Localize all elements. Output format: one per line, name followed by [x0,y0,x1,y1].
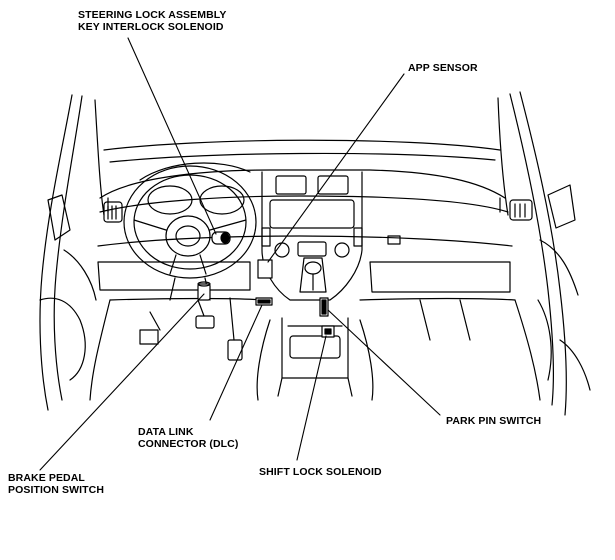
steering-lock-label: STEERING LOCK ASSEMBLY KEY INTERLOCK SOL… [78,9,226,33]
park-pin-switch-label: PARK PIN SWITCH [446,415,541,427]
leader-shift-lock [296,335,327,461]
brake-pedal-label-line-1: BRAKE PEDAL [8,472,85,484]
gear-shifter [299,257,327,293]
steering-lock-label-line-1: STEERING LOCK ASSEMBLY [78,9,227,21]
left-vent [103,201,123,223]
center-console [256,317,374,401]
park-pin-switch-label-line-1: PARK PIN SWITCH [446,415,542,427]
app-sensor-label: APP SENSOR [408,62,478,74]
app-sensor [257,259,273,279]
brake-pedal-switch-label: BRAKE PEDAL POSITION SWITCH [8,472,104,496]
right-vent [509,199,533,221]
leader-steering-lock [127,37,217,235]
leader-lines [39,37,441,471]
right-door-frame [497,91,591,416]
dlc-label-line-1: DATA LINK [138,426,194,438]
leader-brake-pedal [39,293,205,471]
park-pin-switch [319,297,329,317]
shift-lock-solenoid-label: SHIFT LOCK SOLENOID [259,466,382,478]
shift-lock-label-line-1: SHIFT LOCK SOLENOID [259,466,382,478]
lower-dashboard [97,235,516,301]
data-link-connector [255,297,273,306]
brake-pedal-label-line-2: POSITION SWITCH [8,484,104,496]
leader-park-pin [327,309,441,416]
windshield-edge [103,139,501,163]
floor-lines [89,299,541,401]
app-sensor-label-line-1: APP SENSOR [408,62,478,74]
left-door-frame [39,94,105,411]
center-stack [261,171,363,301]
leader-dlc [209,304,263,421]
instrument-cluster [139,162,251,215]
data-link-connector-label: DATA LINK CONNECTOR (DLC) [138,426,238,450]
dlc-label-line-2: CONNECTOR (DLC) [138,438,239,450]
brake-pedal-switch [197,281,211,301]
steering-wheel [123,165,257,279]
steering-lock-label-line-2: KEY INTERLOCK SOLENOID [78,21,224,33]
steering-lock-assembly [211,231,231,245]
leader-app-sensor [267,73,405,263]
dashboard-top [97,169,513,247]
shift-lock-solenoid [321,325,335,338]
